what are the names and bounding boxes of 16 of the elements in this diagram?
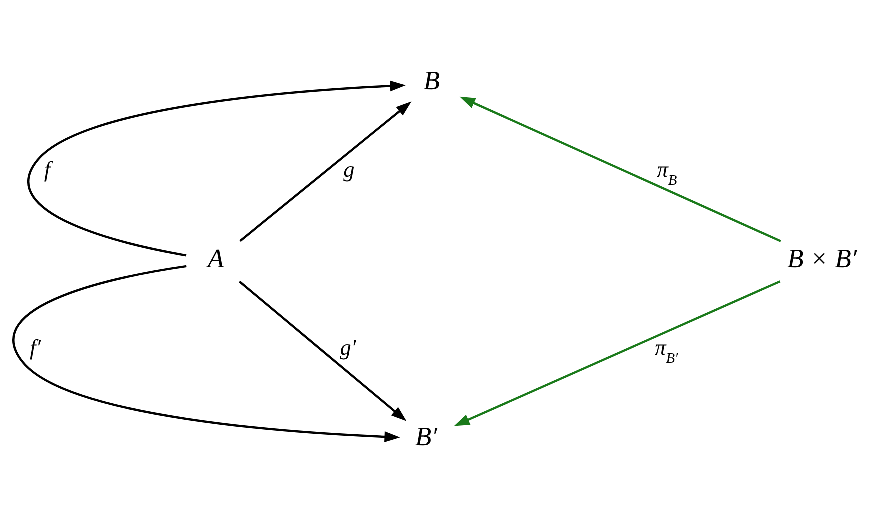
edge-label: π$_{B′}$ (654, 334, 678, 366)
edge-label: π$_{B}$ (656, 156, 677, 188)
edge-label: f′ (29, 334, 41, 360)
edge-label: g (343, 156, 354, 182)
arrow (459, 96, 781, 242)
arrow (239, 101, 412, 242)
arrow (238, 280, 406, 421)
node-text: A (207, 242, 224, 273)
edge-label: g′ (340, 334, 356, 360)
node-text: B′ (414, 420, 438, 451)
arrow (12, 264, 400, 442)
arrow (454, 280, 780, 426)
edge-label: f (44, 156, 50, 182)
node-text: B (423, 64, 440, 95)
node-text: B × B′ (786, 242, 857, 273)
arrow (27, 80, 406, 256)
